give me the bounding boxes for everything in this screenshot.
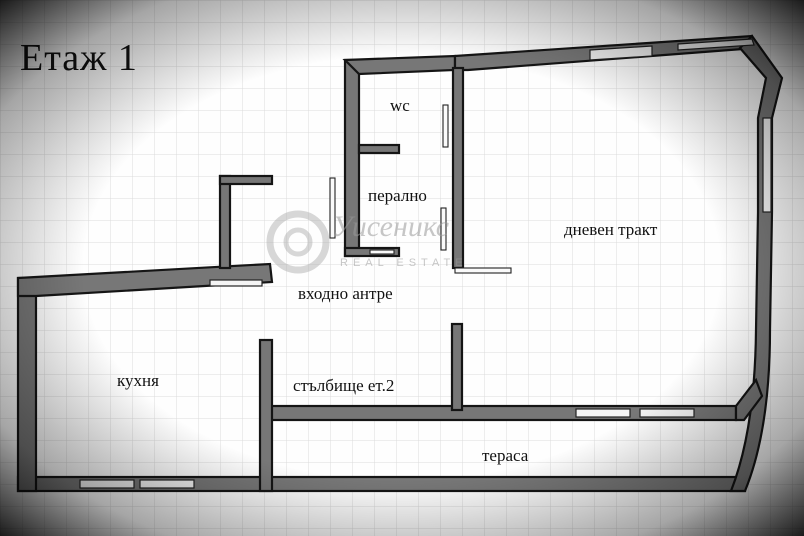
window-terrace-1 bbox=[575, 408, 631, 418]
room-label-kitchen: кухня bbox=[117, 371, 159, 390]
wall-north-wc bbox=[342, 54, 457, 76]
wall-west bbox=[16, 276, 38, 493]
room-label-laundry: перално bbox=[368, 186, 427, 205]
floor-title: Етаж 1 bbox=[20, 37, 138, 79]
door-wc bbox=[442, 104, 449, 148]
window-terrace-2 bbox=[639, 408, 695, 418]
wall-vestibule-west bbox=[218, 174, 232, 270]
watermark-subtitle: REAL ESTATE bbox=[340, 257, 468, 269]
wall-stairs-west bbox=[258, 338, 274, 493]
watermark-brand: Уисеникс bbox=[332, 210, 449, 243]
window-south-kitchen-2 bbox=[139, 479, 195, 489]
room-label-stairs: стълбище ет.2 bbox=[293, 376, 394, 395]
wall-wc-laundry bbox=[357, 143, 401, 155]
window-south-kitchen-1 bbox=[79, 479, 135, 489]
room-label-living: дневен тракт bbox=[564, 220, 658, 239]
door-laundry-south bbox=[369, 249, 395, 255]
wall-vestibule-north bbox=[218, 174, 274, 186]
window-kitchen-north bbox=[209, 279, 263, 287]
window-east bbox=[762, 117, 772, 213]
wall-stairs-east bbox=[450, 322, 464, 412]
room-label-entrance: входно антре bbox=[298, 284, 393, 303]
room-label-wc: wc bbox=[390, 96, 410, 115]
wall-wc-east bbox=[451, 66, 465, 270]
room-label-terrace: тераса bbox=[482, 446, 529, 465]
